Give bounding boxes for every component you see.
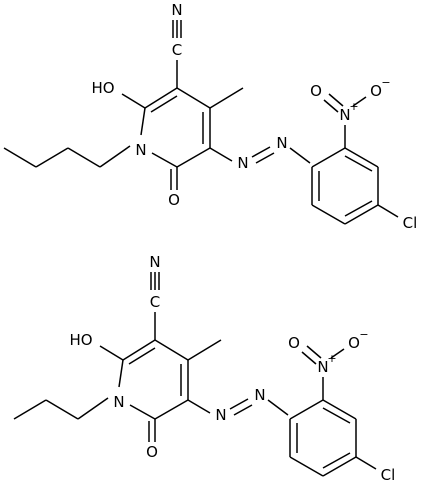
nitrile-bond xyxy=(172,20,182,88)
molecule-propyl: N C HO N O N N O N + O − Cl xyxy=(13,253,396,484)
carbonyl-oxygen-label: O xyxy=(168,191,180,209)
chloro-label: Cl xyxy=(403,214,418,232)
azo-nitrogen-1-label: N xyxy=(215,406,226,424)
molecule-butyl: N C HO N O N N O N + O − Cl xyxy=(3,1,418,232)
pyridone-ring xyxy=(140,87,211,168)
azo-bond xyxy=(187,398,289,416)
carbonyl-bond xyxy=(148,419,156,442)
chloro-bond xyxy=(355,456,377,470)
hydroxyl-bond xyxy=(121,93,146,109)
nitro-oxygen-2-charge: − xyxy=(359,328,368,341)
nitro-bond xyxy=(301,345,345,400)
nitro-oxygen-1-label: O xyxy=(310,82,322,100)
azo-nitrogen-2-label: N xyxy=(276,134,287,152)
nitro-oxygen-2-label: O xyxy=(348,334,360,352)
nitro-nitrogen-charge: + xyxy=(327,352,336,365)
nitro-bond xyxy=(323,93,367,148)
phenyl-ring xyxy=(311,147,379,225)
nitrile-c-label: C xyxy=(172,41,182,59)
ring-nitrogen-label: N xyxy=(113,393,124,411)
nitro-oxygen-2-charge: − xyxy=(381,76,390,89)
azo-nitrogen-2-label: N xyxy=(254,386,265,404)
hydroxyl-label: HO xyxy=(69,331,92,349)
hydroxyl-label: HO xyxy=(91,79,114,97)
nitro-nitrogen-label: N xyxy=(339,106,350,124)
phenyl-ring xyxy=(289,399,357,477)
nitrile-n-label: N xyxy=(171,1,182,19)
azo-nitrogen-1-label: N xyxy=(237,154,248,172)
nitro-oxygen-1-label: O xyxy=(288,334,300,352)
azo-bond xyxy=(209,146,311,164)
chloro-label: Cl xyxy=(381,466,396,484)
methyl-bond xyxy=(209,87,244,109)
pyridone-ring xyxy=(118,339,189,420)
ring-nitrogen-label: N xyxy=(135,141,146,159)
nitro-nitrogen-charge: + xyxy=(349,100,358,113)
methyl-bond xyxy=(187,339,222,361)
propyl-chain xyxy=(13,397,109,420)
chloro-bond xyxy=(377,204,399,218)
butyl-chain xyxy=(3,145,131,168)
nitro-nitrogen-label: N xyxy=(317,358,328,376)
nitrile-n-label: N xyxy=(149,253,160,271)
nitrile-c-label: C xyxy=(150,293,160,311)
carbonyl-oxygen-label: O xyxy=(146,443,158,461)
nitro-oxygen-2-label: O xyxy=(370,82,382,100)
nitrile-bond xyxy=(150,272,160,340)
carbonyl-bond xyxy=(170,167,178,190)
hydroxyl-bond xyxy=(99,345,124,361)
